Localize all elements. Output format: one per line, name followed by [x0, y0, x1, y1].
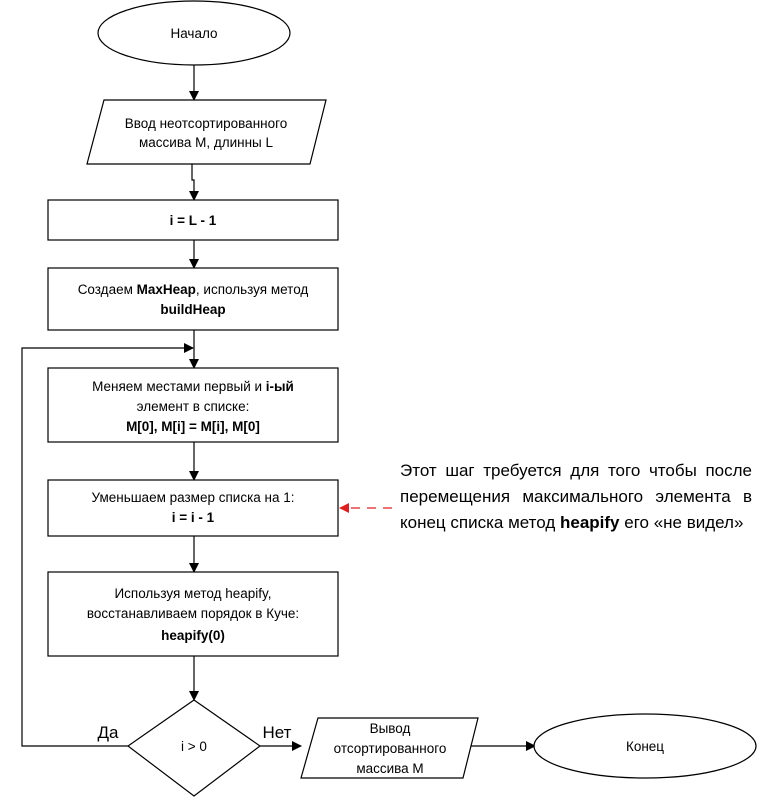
init-block: i = L - 1: [47, 199, 339, 241]
heapify-line-3: heapify(0): [161, 628, 225, 643]
end-terminal: Конец: [533, 713, 757, 779]
build-heap-line-1: Создаем MaxHeap, используя метод: [78, 282, 309, 297]
output-line-2: отсортированного: [334, 741, 447, 756]
swap-line-3: M[0], M[i] = M[i], M[0]: [126, 419, 260, 434]
output-block: Вывод отсортированного массива M: [300, 717, 479, 779]
input-block: Ввод неотсортированного массива M, длинн…: [86, 99, 327, 165]
init-label: i = L - 1: [170, 213, 217, 228]
decrement-block: Уменьшаем размер списка на 1: i = i - 1: [47, 479, 339, 537]
condition-label: i > 0: [181, 739, 207, 754]
build-heap-line-2: buildHeap: [160, 302, 225, 317]
yes-label: Да: [98, 723, 120, 742]
build-heap-block: Создаем MaxHeap, используя метод buildHe…: [47, 267, 339, 331]
annotation-note: Этот шаг требуется для того чтобы после …: [400, 458, 752, 536]
heapify-line-2: восстанавливаем порядок в Куче:: [87, 606, 299, 621]
annotation-suffix: его «не видел»: [619, 513, 744, 532]
loop-back-arrow: [21, 343, 194, 747]
input-line-2: массива M, длинны L: [139, 135, 274, 150]
output-line-3: массива M: [356, 761, 423, 776]
heapify-block: Используя метод heapify, восстанавливаем…: [47, 571, 339, 657]
swap-block: Меняем местами первый и i-ый элемент в с…: [47, 367, 339, 443]
arrow-input-init: [189, 164, 199, 201]
input-line-1: Ввод неотсортированного: [125, 116, 288, 131]
end-label: Конец: [626, 739, 664, 754]
condition-decision: i > 0: [126, 699, 262, 797]
swap-line-2: элемент в списке:: [137, 399, 250, 414]
decrement-line-2: i = i - 1: [172, 510, 215, 525]
start-terminal: Начало: [97, 0, 291, 66]
decrement-line-1: Уменьшаем размер списка на 1:: [91, 490, 294, 505]
heapify-line-1: Используя метод heapify,: [114, 586, 271, 601]
connectors: [21, 65, 536, 751]
annotation-text: Этот шаг требуется для того чтобы после …: [400, 461, 752, 532]
annotation-bold: heapify: [559, 513, 620, 532]
output-line-1: Вывод: [370, 721, 411, 736]
swap-line-1: Меняем местами первый и i-ый: [92, 379, 294, 394]
start-label: Начало: [170, 26, 217, 41]
no-label: Нет: [263, 723, 292, 742]
